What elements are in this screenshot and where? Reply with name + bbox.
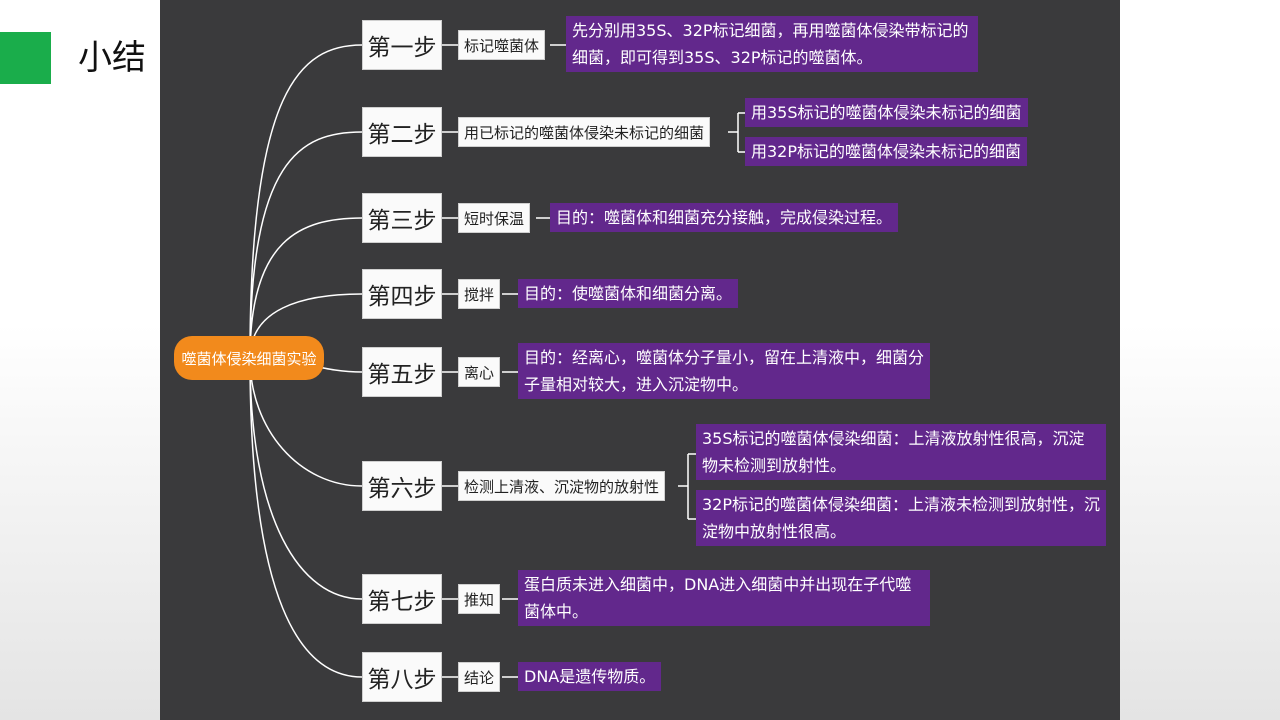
step-2-note-1: 用35S标记的噬菌体侵染未标记的细菌 [745,98,1028,127]
connector-root-step2 [249,131,363,359]
connector-root-step1 [249,44,363,359]
step-4-note: 目的：使噬菌体和细菌分离。 [518,279,739,308]
step-1-action: 标记噬菌体 [458,30,546,60]
step-3-node: 第三步 [362,193,442,243]
step-2-note-2: 用32P标记的噬菌体侵染未标记的细菌 [745,137,1028,166]
step-3-action: 短时保温 [458,203,531,233]
step-2-action: 用已标记的噬菌体侵染未标记的细菌 [458,117,711,147]
mindmap-panel: 噬菌体侵染细菌实验 第一步 标记噬菌体 先分别用35S、32P标记细菌，再用噬菌… [160,0,1120,720]
connector-lines [249,44,745,678]
step-4-action: 搅拌 [458,279,501,309]
connector-root-step3 [249,217,363,359]
step-6-note-1: 35S标记的噬菌体侵染细菌：上清液放射性很高，沉淀物未检测到放射性。 [696,424,1106,480]
step-5-node: 第五步 [362,347,442,397]
step-7-node: 第七步 [362,574,442,624]
step-7-note: 蛋白质未进入细菌中，DNA进入细菌中并出现在子代噬菌体中。 [518,570,930,626]
step-6-action: 检测上清液、沉淀物的放射性 [458,471,666,501]
step-4-node: 第四步 [362,269,442,319]
step-5-action: 离心 [458,357,501,387]
root-node: 噬菌体侵染细菌实验 [174,336,324,380]
step-8-note: DNA是遗传物质。 [518,662,662,691]
step-6-node: 第六步 [362,461,442,511]
accent-tab [0,32,51,84]
step-7-action: 推知 [458,584,501,614]
connector-root-step7 [249,357,363,600]
step-1-note: 先分别用35S、32P标记细菌，再用噬菌体侵染带标记的细菌，即可得到35S、32… [566,16,978,72]
step-2-node: 第二步 [362,107,442,157]
step-6-note-2: 32P标记的噬菌体侵染细菌：上清液未检测到放射性，沉淀物中放射性很高。 [696,490,1106,546]
step-5-note: 目的：经离心，噬菌体分子量小，留在上清液中，细菌分子量相对较大，进入沉淀物中。 [518,343,930,399]
step-8-action: 结论 [458,662,501,692]
connector-root-step8 [249,357,363,678]
step-8-node: 第八步 [362,652,442,702]
connector-root-step6 [249,357,363,487]
slide-title: 小结 [78,38,146,78]
step-3-note: 目的：噬菌体和细菌充分接触，完成侵染过程。 [550,203,899,232]
step-1-node: 第一步 [362,20,442,70]
